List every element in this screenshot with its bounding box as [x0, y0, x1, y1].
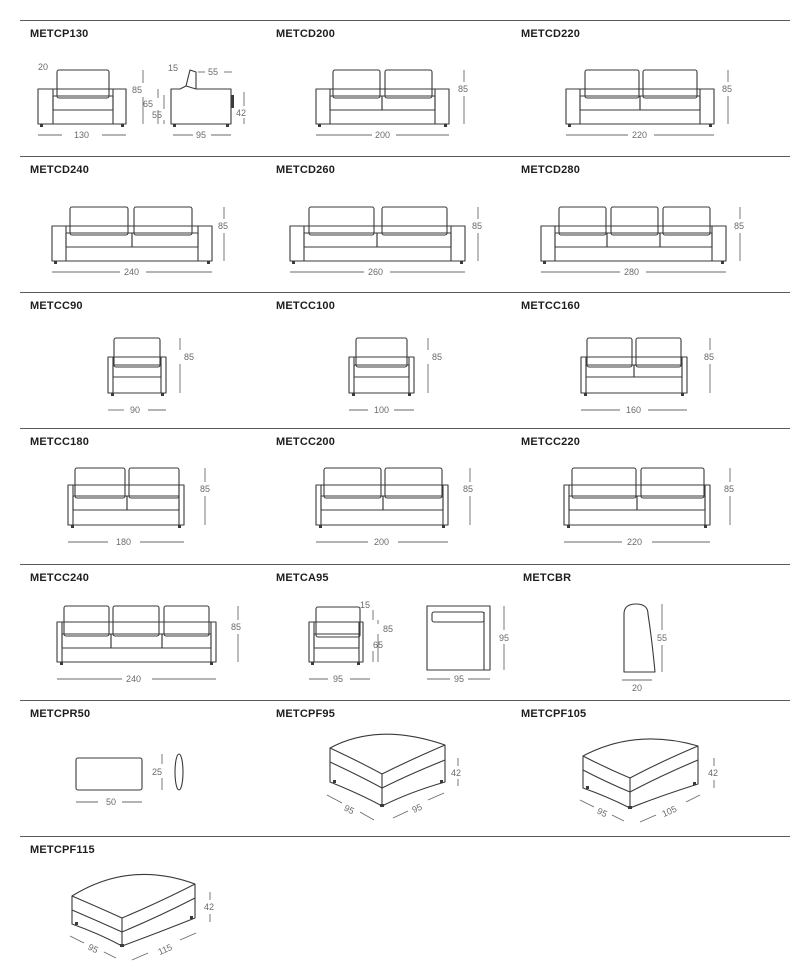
dim-height: 85	[200, 484, 210, 494]
dim-height: 85	[724, 484, 734, 494]
row-divider	[20, 564, 790, 565]
row-divider	[20, 428, 790, 429]
product-code: METCC220	[521, 436, 581, 448]
dim-width: 240	[124, 267, 139, 277]
product-code: METCD280	[521, 164, 581, 176]
dim-width: 240	[126, 674, 141, 684]
product-code: METCD240	[30, 164, 90, 176]
product-code: METCPR50	[30, 708, 91, 720]
product-code: METCBR	[523, 572, 572, 584]
dim-height: 85	[231, 622, 241, 632]
dim-height: 85	[472, 221, 482, 231]
product-code: METCD260	[276, 164, 336, 176]
dim-side-b: 95	[410, 802, 423, 815]
dim-armrest: 20	[38, 62, 48, 72]
dim-width: 100	[374, 405, 389, 415]
product-code: METCC180	[30, 436, 90, 448]
dim-side-b: 115	[156, 942, 173, 957]
row-divider	[20, 836, 790, 837]
dim-height: 85	[432, 352, 442, 362]
dim-height: 42	[451, 768, 461, 778]
product-code: METCC240	[30, 572, 90, 584]
dim-side-seat: 42	[236, 108, 246, 118]
dim-width: 200	[375, 130, 390, 140]
dim-height: 85	[184, 352, 194, 362]
dim-side-a: 95	[86, 942, 100, 956]
dim-width: 280	[624, 267, 639, 277]
dim-height: 55	[657, 633, 667, 643]
dim-height: 42	[708, 768, 718, 778]
dim-width: 180	[116, 537, 131, 547]
dim-side-top: 15	[168, 63, 178, 73]
dim-depth: 95	[454, 674, 464, 684]
dim-seat-back: 65	[143, 99, 153, 109]
dim-height: 85	[383, 624, 393, 634]
product-code: METCP130	[30, 28, 89, 40]
dim-width: 260	[368, 267, 383, 277]
dim-side-depth-top: 55	[208, 67, 218, 77]
dim-height: 85	[458, 84, 468, 94]
product-code: METCC100	[276, 300, 336, 312]
dim-width: 90	[130, 405, 140, 415]
dim-depth-side: 95	[499, 633, 509, 643]
dim-side-a: 95	[595, 806, 609, 820]
dim-height: 25	[152, 767, 162, 777]
product-code: METCC200	[276, 436, 336, 448]
dim-height: 85	[132, 85, 142, 95]
dim-width: 50	[106, 797, 116, 807]
dim-depth: 95	[196, 130, 206, 140]
dim-width: 130	[74, 130, 89, 140]
dim-height: 85	[734, 221, 744, 231]
dim-width: 200	[374, 537, 389, 547]
product-code: METCPF105	[521, 708, 587, 720]
dim-height: 42	[204, 902, 214, 912]
dim-width: 220	[632, 130, 647, 140]
row-divider	[20, 700, 790, 701]
product-code: METCD200	[276, 28, 336, 40]
product-code: METCC160	[521, 300, 581, 312]
dim-height: 85	[463, 484, 473, 494]
product-code: METCD220	[521, 28, 581, 40]
product-code: METCA95	[276, 572, 329, 584]
dim-height: 85	[722, 84, 732, 94]
product-code: METCPF115	[30, 844, 95, 856]
dim-width: 220	[627, 537, 642, 547]
row-divider	[20, 292, 790, 293]
row-divider	[20, 156, 790, 157]
dim-height: 85	[218, 221, 228, 231]
row-divider	[20, 20, 790, 21]
dim-height: 85	[704, 352, 714, 362]
dim-width: 160	[626, 405, 641, 415]
dim-side-a: 95	[342, 803, 356, 817]
dim-top: 15	[360, 600, 370, 610]
dim-seat: 55	[152, 110, 162, 120]
product-code: METCPF95	[276, 708, 336, 720]
dim-width: 95	[333, 674, 343, 684]
dim-mid: 65	[373, 640, 383, 650]
product-code: METCC90	[30, 300, 83, 312]
dim-width: 20	[632, 683, 642, 693]
